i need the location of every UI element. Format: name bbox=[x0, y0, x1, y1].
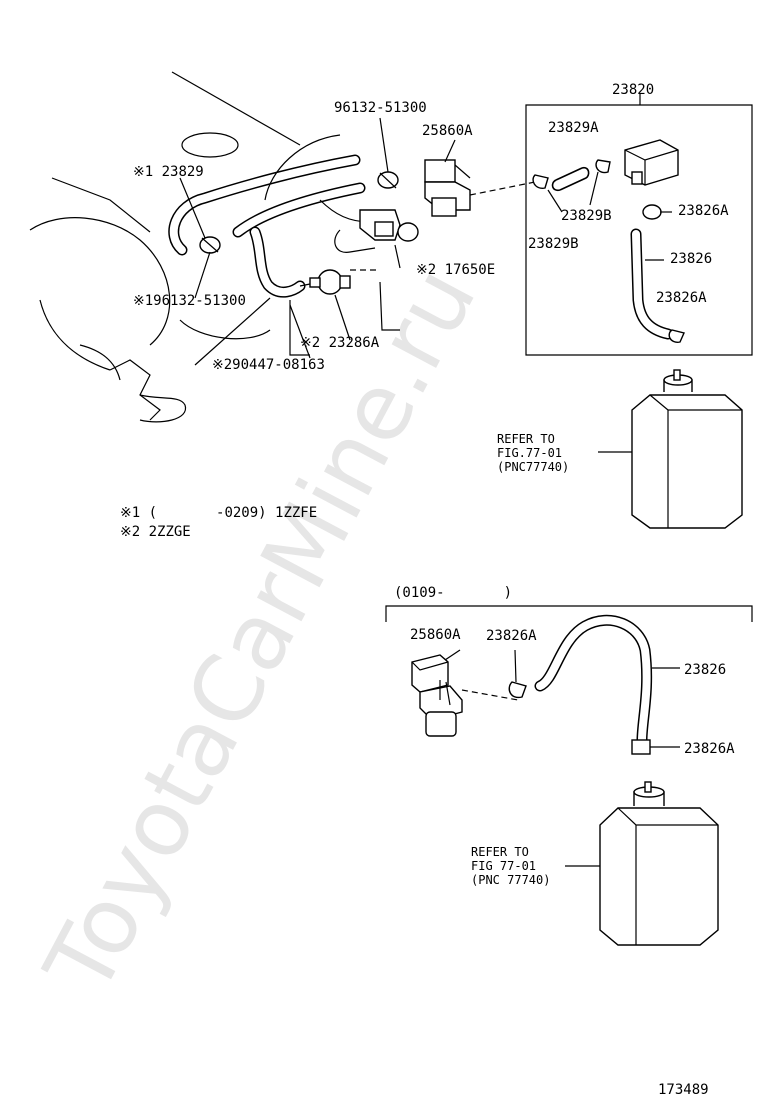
leader-lines bbox=[179, 117, 517, 683]
label-25860a-bottom: 25860A bbox=[410, 627, 461, 643]
diagram-number: 173489 bbox=[658, 1082, 709, 1098]
engine-outline bbox=[29, 71, 301, 423]
refer-top-line2: FIG.77-01 bbox=[497, 446, 562, 460]
label-290447-08163: ※290447-08163 bbox=[212, 357, 325, 373]
label-96132-51300: 96132-51300 bbox=[334, 100, 427, 116]
refer-top-line3: (PNC77740) bbox=[497, 460, 569, 474]
bottom-section-label: (0109- ) bbox=[394, 585, 512, 601]
label-23829b-left: 23829B bbox=[528, 236, 579, 252]
label-17650e: ※2 17650E bbox=[416, 262, 495, 278]
bottom-section bbox=[385, 605, 753, 755]
note-1: ※1 ( -0209) 1ZZFE bbox=[120, 505, 317, 521]
refer-bottom-line2: FIG 77-01 bbox=[471, 859, 536, 873]
label-23829: ※1 23829 bbox=[133, 164, 204, 180]
label-23826a-1: 23826A bbox=[678, 203, 729, 219]
label-23826a-2: 23826A bbox=[656, 290, 707, 306]
canister-upper bbox=[598, 369, 743, 529]
label-196132-51300: ※196132-51300 bbox=[133, 293, 246, 309]
label-23826-bottom: 23826 bbox=[684, 662, 726, 678]
label-25860a-top: 25860A bbox=[422, 123, 473, 139]
label-23829a: 23829A bbox=[548, 120, 599, 136]
canister-lower bbox=[565, 781, 719, 946]
label-23820: 23820 bbox=[612, 82, 654, 98]
check-valve-23286a bbox=[309, 269, 351, 295]
label-23826a-4: 23826A bbox=[684, 741, 735, 757]
label-23286a: ※2 23286A bbox=[300, 335, 380, 351]
label-23829b-right: 23829B bbox=[561, 208, 612, 224]
upper-clips bbox=[199, 171, 399, 254]
assembly-23820-box bbox=[525, 94, 753, 356]
refer-bottom-line1: REFER TO bbox=[471, 845, 529, 859]
vsv-25860a-top bbox=[424, 159, 546, 217]
note-2: ※2 2ZZGE bbox=[120, 524, 191, 540]
upper-hoses bbox=[168, 134, 400, 366]
refer-top-line1: REFER TO bbox=[497, 432, 555, 446]
valve-17650e bbox=[359, 209, 419, 242]
label-23826-top: 23826 bbox=[670, 251, 712, 267]
label-23826a-3: 23826A bbox=[486, 628, 537, 644]
refer-bottom-line3: (PNC 77740) bbox=[471, 873, 550, 887]
